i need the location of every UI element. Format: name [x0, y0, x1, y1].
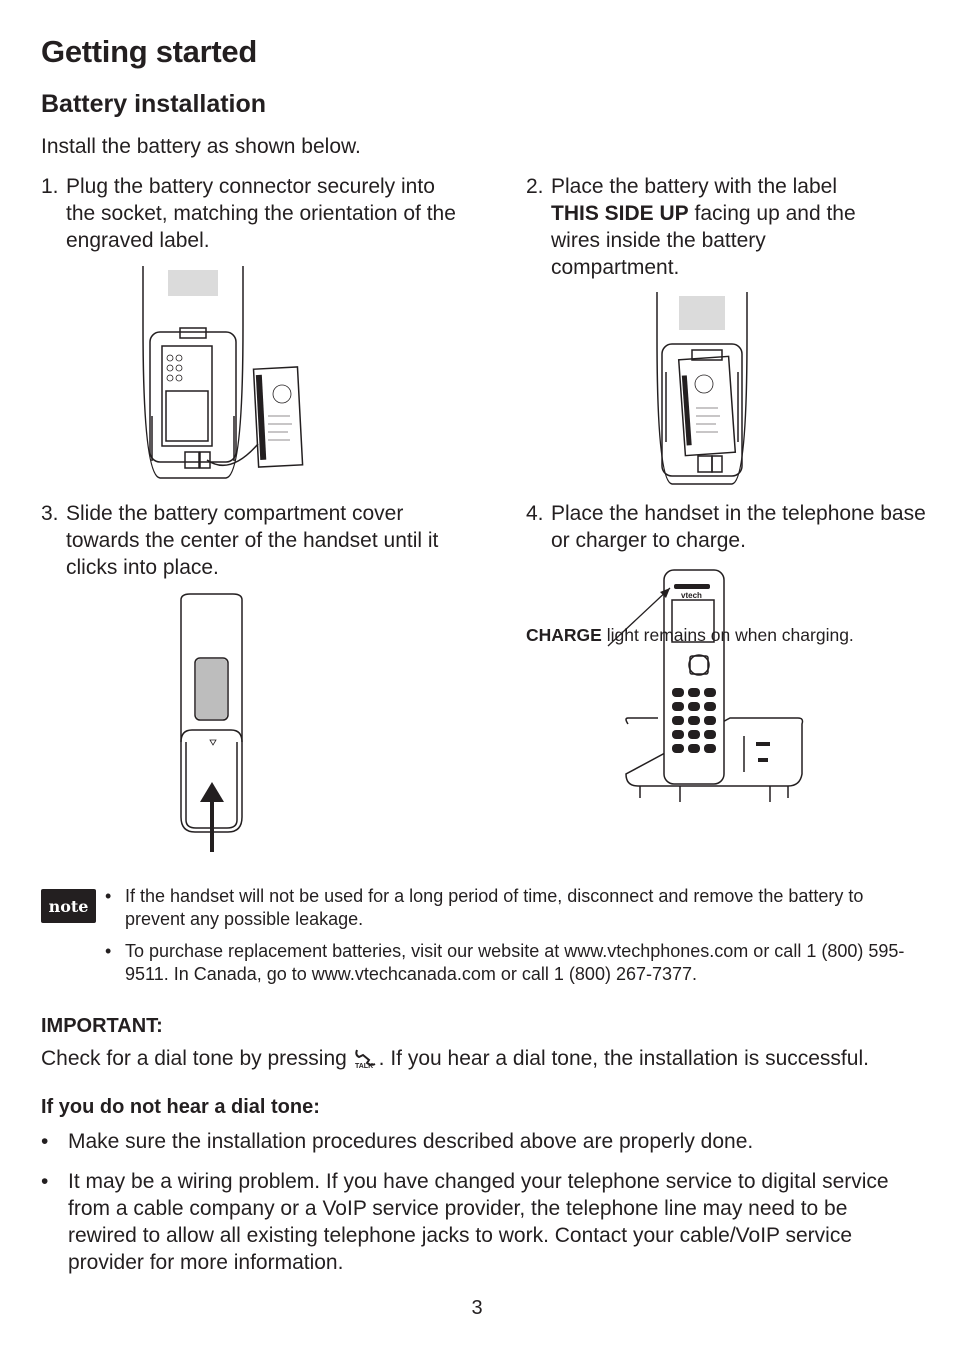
charge-light-callout: CHARGE light remains on when charging.	[526, 625, 854, 645]
talk-key-icon: TALK	[355, 1049, 376, 1070]
note-badge: note	[41, 889, 96, 923]
list-item: • It may be a wiring problem. If you hav…	[41, 1170, 889, 1274]
step-2: 2. Place the battery with the label THIS…	[526, 173, 886, 281]
step-3: 3. Slide the battery compartment cover t…	[41, 500, 461, 581]
battery-connector-illustration	[142, 266, 304, 479]
step-text: Place the battery with the label THIS SI…	[551, 175, 856, 279]
note-item: • If the handset will not be used for a …	[105, 886, 864, 929]
section-title: Battery installation	[41, 90, 267, 118]
note-item: • To purchase replacement batteries, vis…	[105, 941, 905, 984]
step-number: 2.	[526, 175, 544, 198]
svg-text:TALK: TALK	[355, 1063, 373, 1070]
charge-light-pointer	[607, 587, 671, 647]
intro-text: Install the battery as shown below.	[41, 135, 361, 158]
slide-cover-illustration	[180, 593, 243, 852]
no-dial-tone-heading: If you do not hear a dial tone:	[41, 1096, 320, 1118]
vtech-logo-text: vtech	[681, 591, 702, 600]
important-heading: IMPORTANT:	[41, 1015, 163, 1037]
step-number: 3.	[41, 502, 59, 525]
step-1: 1. Plug the battery connector securely i…	[41, 173, 461, 254]
important-text: Check for a dial tone by pressing TALK .…	[41, 1047, 869, 1070]
list-item: • Make sure the installation procedures …	[41, 1130, 754, 1153]
step-text: Plug the battery connector securely into…	[66, 175, 456, 252]
page-title: Getting started	[41, 34, 257, 69]
step-4: 4. Place the handset in the telephone ba…	[526, 500, 926, 554]
battery-placed-illustration	[656, 292, 748, 485]
step-text: Slide the battery compartment cover towa…	[66, 502, 439, 579]
handset-in-charger-illustration: vtech	[625, 569, 804, 802]
step-number: 1.	[41, 175, 59, 198]
step-text: Place the handset in the telephone base …	[551, 502, 926, 552]
charge-label: CHARGE	[526, 625, 602, 645]
page-number: 3	[471, 1297, 483, 1319]
this-side-up-label: THIS SIDE UP	[551, 202, 689, 225]
step-number: 4.	[526, 502, 544, 525]
